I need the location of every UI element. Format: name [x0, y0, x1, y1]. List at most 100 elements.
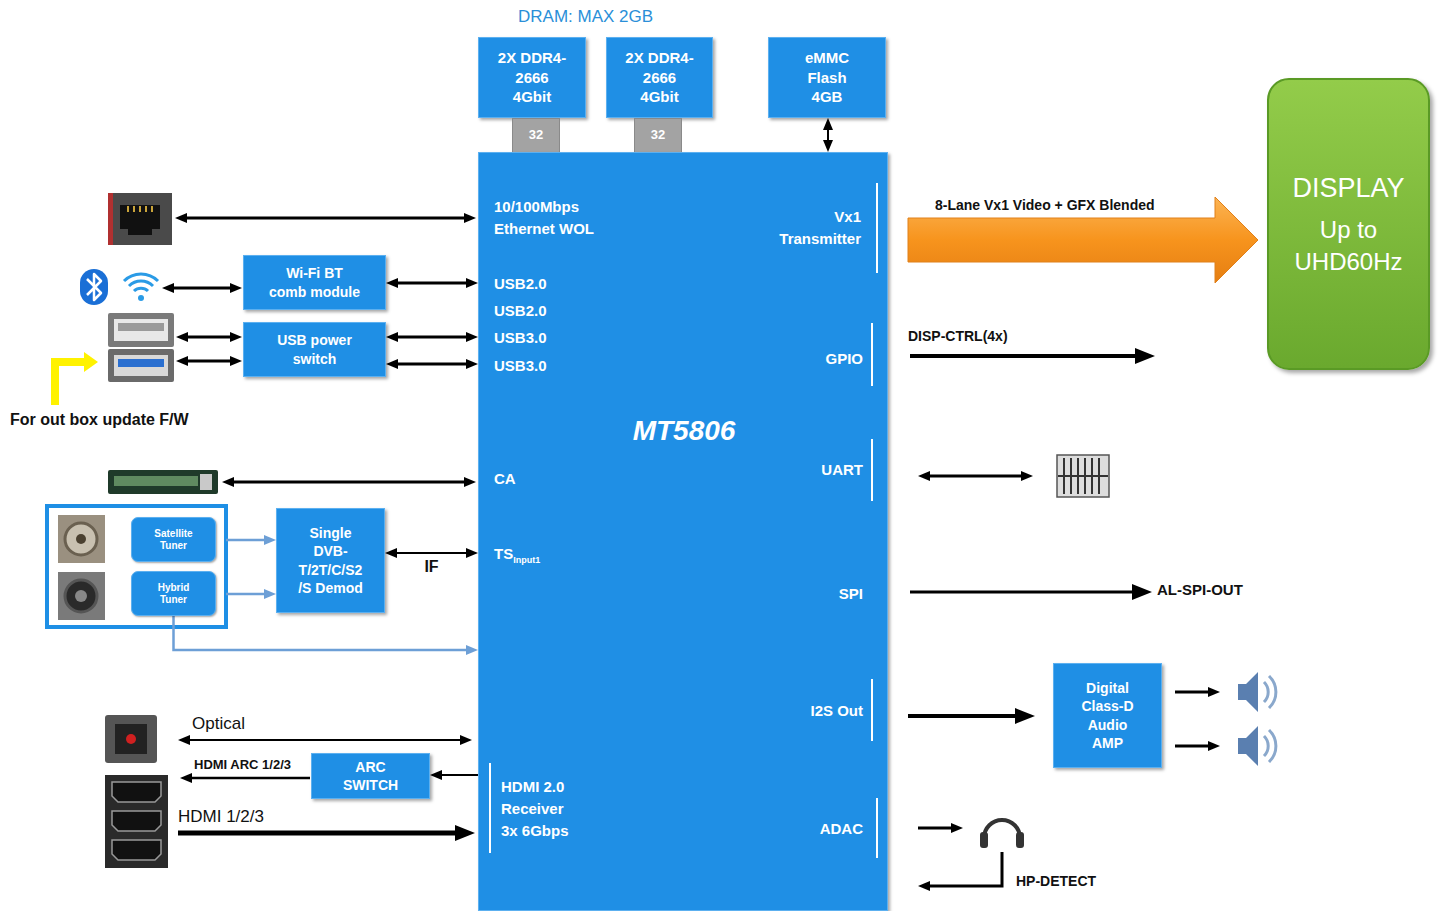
node-label: USB power switch — [268, 331, 362, 367]
hdmi-port-icon — [112, 811, 161, 831]
ca-slot-icon — [108, 470, 218, 494]
signal-wire — [185, 217, 466, 220]
connector-arrow — [226, 593, 266, 596]
speaker-icon — [1269, 676, 1276, 708]
ethernet-jack-icon — [127, 206, 129, 212]
tuner-connector-icon — [65, 523, 97, 555]
ethernet-jack-icon — [108, 193, 113, 245]
yellow-callout-arrow — [55, 362, 86, 405]
memory-chip-box: 2X DDR4- 2666 4Gbit — [606, 37, 713, 118]
node-label: Satellite Tuner — [149, 528, 199, 552]
signal-wire — [918, 827, 953, 830]
bus-width-tab: 32 — [634, 118, 682, 153]
wifi-icon — [138, 295, 144, 301]
bluetooth-icon — [80, 269, 108, 305]
ethernet-jack-icon — [139, 206, 141, 212]
node-label: eMMC Flash 4GB — [797, 48, 857, 107]
module-box: Wi-Fi BT comb module — [243, 255, 386, 310]
video-block-arrow — [908, 197, 1258, 283]
node-label: Up to UHD60Hz — [1284, 214, 1414, 276]
connector-arrow — [440, 774, 478, 776]
node-label: Wi-Fi BT comb module — [268, 264, 362, 300]
node-label: 2X DDR4- 2666 4Gbit — [624, 48, 696, 107]
module-box: USB power switch — [243, 322, 386, 377]
usb-port-icon — [108, 313, 174, 347]
node-label: Hybrid Tuner — [149, 582, 199, 606]
tuner-connector-icon — [76, 534, 86, 544]
edge-label: 8-Lane Vx1 Video + GFX Blended — [933, 197, 1157, 214]
signal-wire — [910, 591, 1134, 594]
ca-slot-icon — [114, 476, 198, 486]
node-label: 2X DDR4- 2666 4Gbit — [496, 48, 568, 107]
ethernet-jack-icon — [108, 193, 172, 245]
signal-name: HP-DETECT — [1016, 873, 1096, 890]
node-label: Digital Class-D Audio AMP — [1078, 679, 1138, 752]
port-label: 10/100Mbps Ethernet WOL — [494, 196, 609, 240]
tuner-connector-icon — [65, 580, 97, 612]
usb-port-icon — [114, 355, 168, 376]
port-label: UART — [821, 459, 863, 481]
demodulator-box: Single DVB- T/2T/C/S2 /S Demod — [276, 508, 385, 613]
uart-connector-icon — [1057, 455, 1109, 497]
port-label: USB3.0 — [494, 355, 547, 377]
headphone-icon — [980, 820, 1024, 848]
optical-port-icon — [105, 715, 157, 763]
usb-port-icon — [118, 323, 164, 331]
signal-wire — [190, 777, 310, 780]
tuner-box: Satellite Tuner — [131, 517, 216, 562]
bus-width-tab: 32 — [512, 118, 560, 153]
node-label: 32 — [638, 127, 678, 144]
port-divider-lines — [479, 153, 889, 911]
tuner-connector-icon — [58, 515, 105, 620]
connector-arrow — [396, 363, 468, 366]
signal-wire — [172, 287, 232, 290]
wifi-icon — [129, 281, 153, 286]
signal-wire — [186, 360, 232, 363]
ca-slot-icon — [200, 474, 212, 490]
uart-connector-icon — [1057, 455, 1109, 497]
connector-arrow — [174, 616, 469, 650]
speaker-icon — [1264, 682, 1268, 702]
memory-capacity-note: DRAM: MAX 2GB — [518, 7, 653, 27]
port-label: TS — [494, 545, 513, 562]
port-label: HDMI 2.0 Receiver 3x 6Gbps — [501, 776, 575, 842]
memory-chip-box: 2X DDR4- 2666 4Gbit — [478, 37, 586, 118]
port-label-subscript: Input1 — [513, 555, 540, 565]
wifi-icon — [124, 274, 158, 281]
port-name: HDMI 1/2/3 — [178, 807, 264, 827]
signal-wire — [178, 831, 457, 836]
bluetooth-icon — [80, 269, 108, 305]
speaker-icon — [1238, 672, 1276, 766]
ethernet-jack-icon — [145, 206, 147, 212]
port-label: GPIO — [825, 348, 863, 370]
headphone-icon — [984, 820, 1020, 838]
speaker-icon — [1238, 726, 1258, 766]
speaker-icon — [1264, 736, 1268, 756]
signal-wire — [188, 739, 462, 741]
port-label: SPI — [839, 583, 863, 605]
flash-memory-box: eMMC Flash 4GB — [768, 37, 886, 118]
tuner-group-outline — [47, 506, 226, 627]
wifi-icon — [134, 288, 148, 291]
usb-port-icon — [108, 313, 174, 382]
optical-port-icon — [115, 724, 147, 754]
headphone-icon — [1016, 832, 1024, 848]
tuner-connector-icon — [75, 590, 87, 602]
ethernet-jack-icon — [151, 206, 153, 212]
connector-arrow — [396, 282, 468, 285]
ethernet-jack-icon — [108, 193, 172, 245]
hdmi-port-icon — [105, 775, 168, 868]
bluetooth-icon — [87, 274, 101, 300]
signal-name: AL-SPI-OUT — [1157, 581, 1243, 599]
headphone-icon — [980, 832, 988, 848]
port-divider-line — [490, 183, 877, 858]
yellow-callout-arrow — [55, 362, 86, 405]
usb-port-icon — [114, 319, 168, 341]
update-note: For out box update F/W — [10, 410, 189, 429]
port-label: USB2.0 — [494, 300, 547, 322]
wifi-icon — [124, 274, 158, 301]
signal-name: DISP-CTRL(4x) — [908, 328, 1008, 345]
signal-wire — [910, 354, 1137, 358]
ca-slot-icon — [108, 470, 218, 494]
node-label: 32 — [516, 127, 556, 144]
